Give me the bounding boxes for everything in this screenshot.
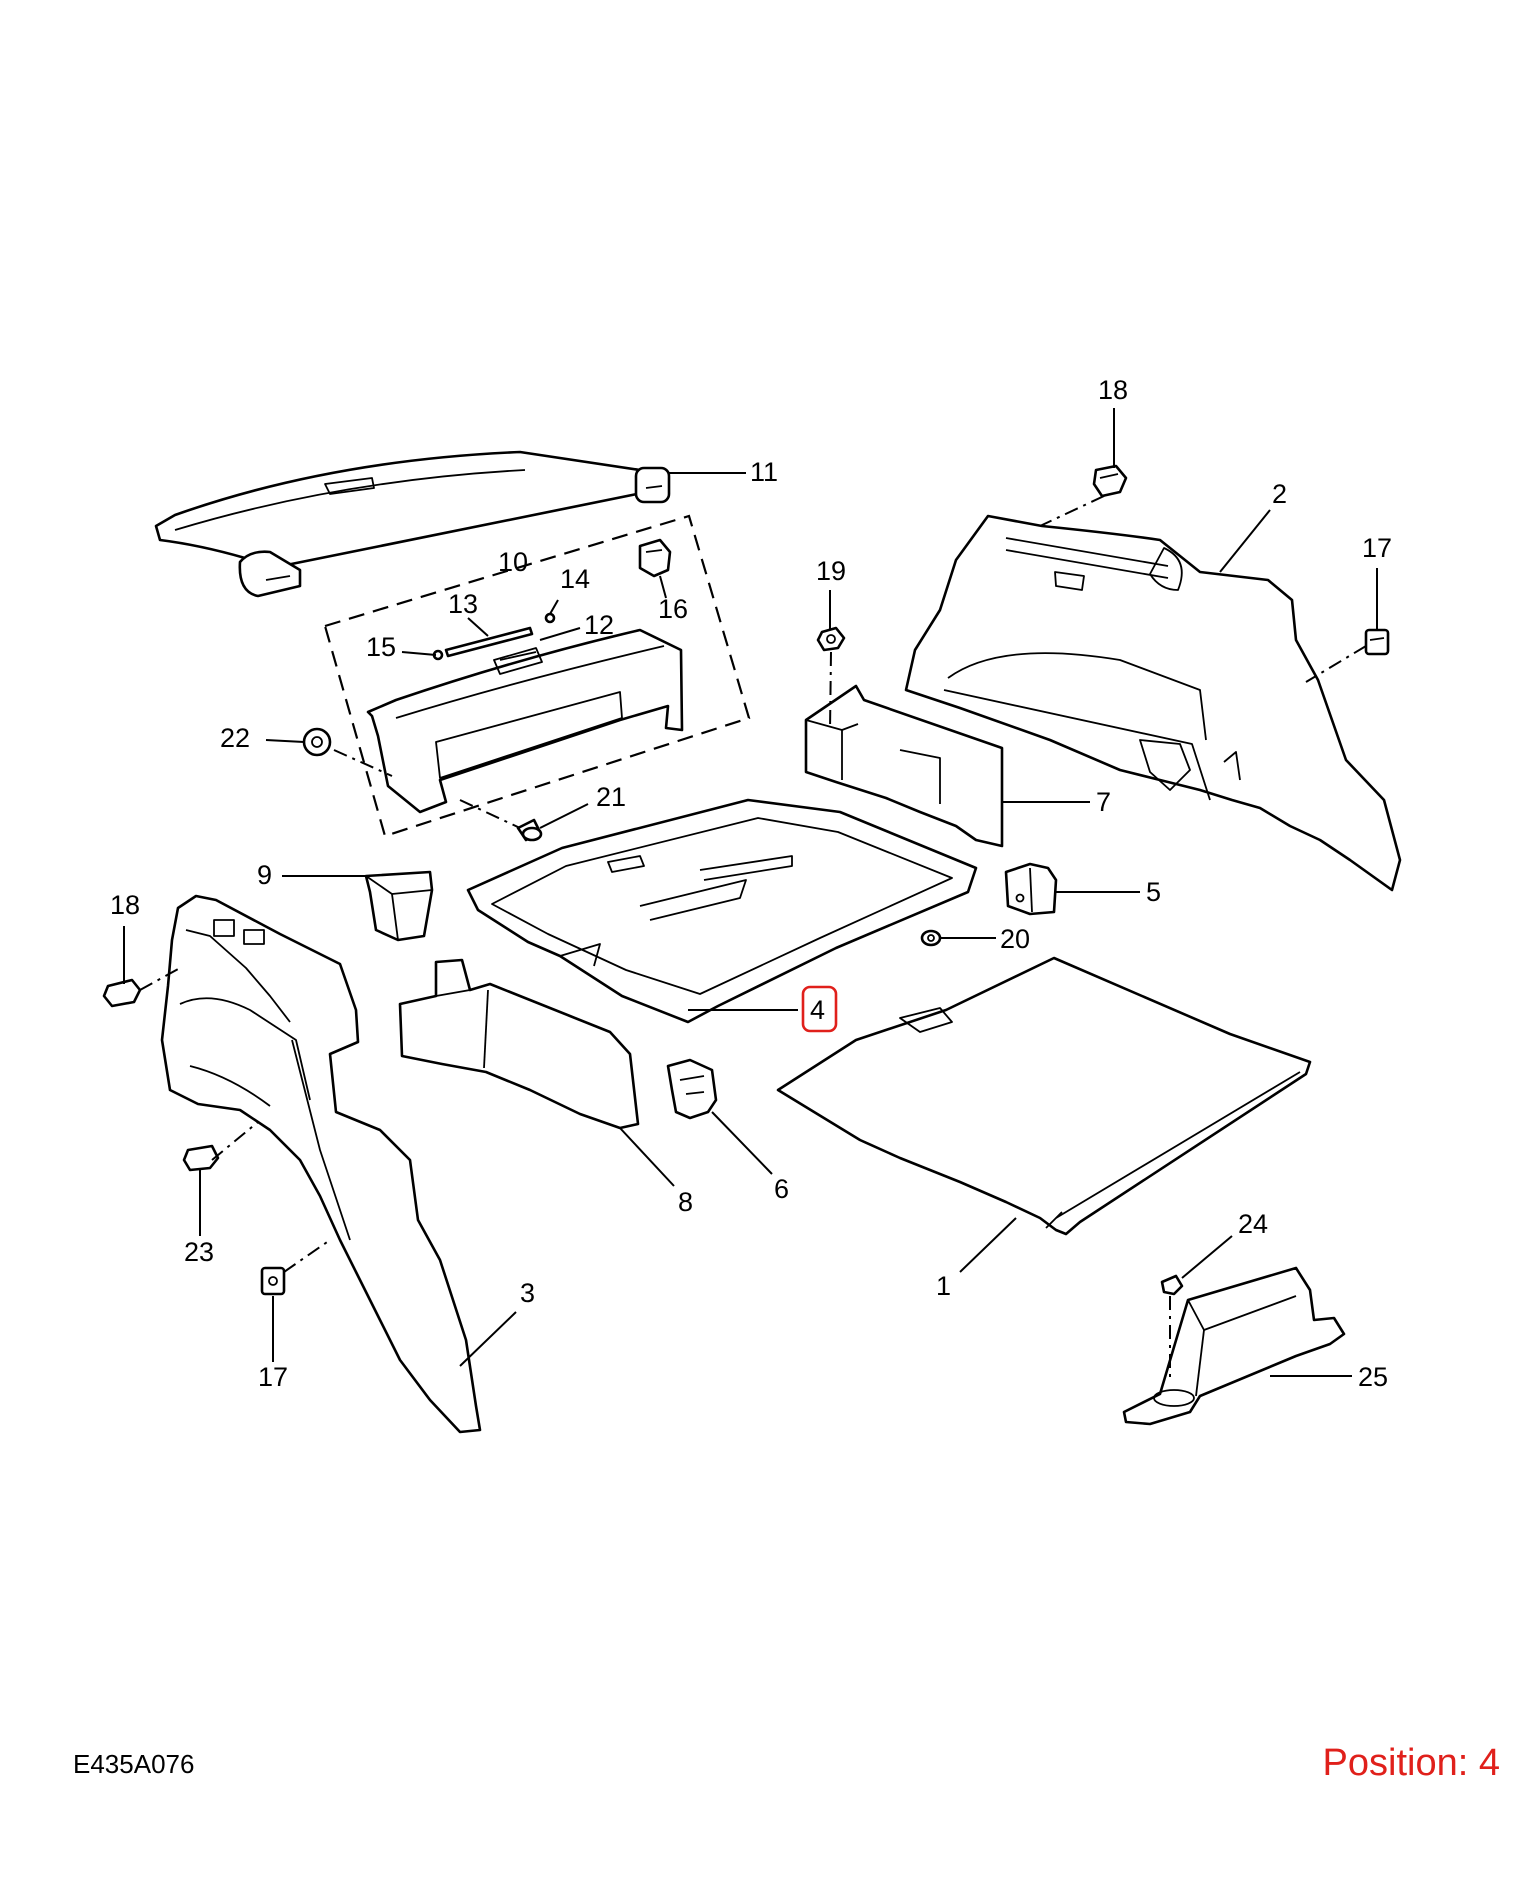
callout-5[interactable]: 5: [1146, 877, 1161, 907]
callout-8[interactable]: 8: [678, 1187, 693, 1217]
part-19-nut: [816, 626, 846, 652]
axis-18-3: [139, 967, 181, 991]
part-1-load-floor: [776, 956, 1312, 1236]
callout-17-right[interactable]: 17: [1362, 533, 1392, 563]
callout-18-left[interactable]: 18: [110, 890, 140, 920]
highlight-box: [801, 985, 838, 1033]
drawing-code: E435A076: [73, 1749, 195, 1779]
callout-3[interactable]: 3: [520, 1278, 535, 1308]
leader-24: [1181, 1235, 1233, 1279]
axis-21-12: [459, 799, 521, 829]
callout-21[interactable]: 21: [596, 782, 626, 812]
leader-14: [549, 599, 559, 615]
part-17-left-clip: [260, 1266, 286, 1296]
part-22-grommet: [302, 727, 332, 757]
part-16-clip: [638, 538, 672, 578]
group-10-boundary: [323, 514, 751, 838]
callout-17-left[interactable]: 17: [258, 1362, 288, 1392]
part-4-floor-tray: [466, 798, 978, 1024]
part-18-left-clip: [102, 978, 142, 1008]
callout-1[interactable]: 1: [936, 1271, 951, 1301]
part-13-rod: [444, 626, 534, 658]
leader-12: [539, 627, 581, 641]
callout-11[interactable]: 11: [750, 457, 778, 487]
callout-12[interactable]: 12: [584, 610, 614, 640]
leader-1: [959, 1217, 1017, 1273]
part-18-upper-clip: [1092, 464, 1128, 498]
callout-18-top[interactable]: 18: [1098, 375, 1128, 405]
part-7-right-support: [804, 684, 1004, 848]
axis-22-12: [333, 749, 393, 777]
leader-3: [459, 1311, 517, 1367]
part-20-screw: [920, 929, 942, 947]
callout-24[interactable]: 24: [1238, 1209, 1268, 1239]
part-14-pin: [544, 612, 556, 624]
part-12-rear-panel: [366, 628, 684, 814]
part-5-bracket: [1004, 862, 1058, 916]
axis-18-2: [1039, 495, 1105, 527]
leader-6: [711, 1111, 773, 1175]
leader-22: [265, 739, 305, 743]
part-23-clip: [182, 1144, 220, 1172]
callout-2[interactable]: 2: [1272, 479, 1287, 509]
part-17-right-clip: [1364, 628, 1390, 656]
axis-17-2: [1305, 645, 1367, 683]
callout-19[interactable]: 19: [816, 556, 846, 586]
axis-19-7: [829, 651, 832, 731]
part-25-support: [1122, 1266, 1346, 1426]
axis-17-3: [283, 1239, 331, 1273]
part-11-luggage-cover: [154, 450, 671, 598]
callout-6[interactable]: 6: [774, 1174, 789, 1204]
callout-25[interactable]: 25: [1358, 1362, 1388, 1392]
leader-13: [467, 617, 489, 637]
callout-20[interactable]: 20: [1000, 924, 1030, 954]
leader-21: [539, 803, 589, 829]
callout-13[interactable]: 13: [448, 589, 478, 619]
axis-23-3: [211, 1121, 259, 1161]
callout-9[interactable]: 9: [257, 860, 272, 890]
callout-15[interactable]: 15: [366, 632, 396, 662]
callout-16[interactable]: 16: [658, 594, 688, 624]
leader-2: [1219, 509, 1271, 573]
callout-14[interactable]: 14: [560, 564, 590, 594]
callout-23[interactable]: 23: [184, 1237, 214, 1267]
part-8-left-support: [398, 958, 640, 1130]
leader-15: [401, 651, 437, 656]
callout-4[interactable]: 4: [810, 995, 825, 1025]
part-6-bracket: [666, 1058, 718, 1120]
part-3-left-quarter-trim: [160, 894, 482, 1434]
leader-16: [659, 575, 667, 599]
part-9-bin: [364, 870, 434, 942]
part-21-screw: [516, 818, 543, 842]
callout-7[interactable]: 7: [1096, 787, 1111, 817]
leader-8: [619, 1127, 675, 1187]
part-2-right-quarter-trim: [904, 514, 1402, 892]
part-24-clip: [1160, 1274, 1184, 1296]
callout-22[interactable]: 22: [220, 723, 250, 753]
position-label: Position: 4: [1322, 1742, 1500, 1784]
callout-10[interactable]: 10: [498, 547, 528, 577]
